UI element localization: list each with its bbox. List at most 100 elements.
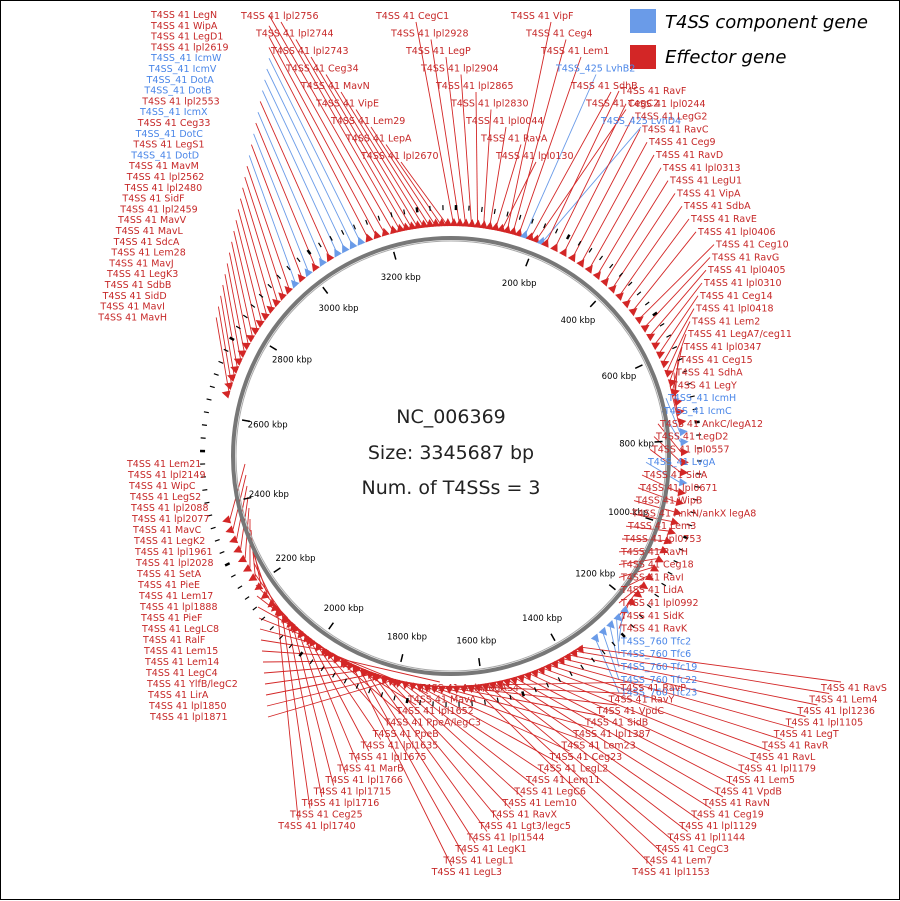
gene-label-t4ss-41-sdbb: T4SS 41 SdbB xyxy=(104,280,172,291)
gene-label-t4ss-41-lpl1153: T4SS 41 lpl1153 xyxy=(631,867,710,878)
leader-line xyxy=(269,26,386,236)
leader-line xyxy=(616,616,619,654)
gene-label-t4ss-41-icmx: T4SS_41 IcmX xyxy=(139,107,208,118)
effector-gene-mark xyxy=(395,679,403,688)
leader-line xyxy=(573,651,829,694)
gene-label-t4ss-41-wipb: T4SS 41 WipB xyxy=(635,496,702,507)
t4ss-gene-mark xyxy=(291,280,299,289)
gene-label-t4ss-41-lpl2553: T4SS 41 lpl2553 xyxy=(141,96,220,107)
gene-track-mark xyxy=(253,607,257,610)
gene-track-mark xyxy=(210,386,215,387)
scale-tick-label: 3000 kbp xyxy=(319,304,359,314)
gene-label-t4ss-41-ravn: T4SS 41 RavN xyxy=(702,798,770,809)
gene-label-t4ss-41-legl1: T4SS 41 LegL1 xyxy=(442,856,513,867)
gene-label-t4ss-41-lpl1387: T4SS 41 lpl1387 xyxy=(572,729,651,740)
gene-label-t4ss-760-tfc2: T4SS_760 Tfc2 xyxy=(620,636,691,647)
leader-line xyxy=(223,285,238,370)
gene-label-t4ss-41-legs1: T4SS 41 LegS1 xyxy=(132,140,204,151)
gene-label-t4ss-41-legn: T4SS 41 LegN xyxy=(150,10,217,21)
gene-label-t4ss-41-anki-legas4: T4SS 41 AnkI/legAS4 xyxy=(419,683,519,694)
effector-gene-mark xyxy=(651,343,660,350)
gene-label-t4ss-41-ravi: T4SS 41 RavI xyxy=(620,572,684,583)
gene-track-mark xyxy=(202,425,207,426)
gene-label-t4ss-41-ppeb: T4SS 41 PpeB xyxy=(372,729,439,740)
leader-line xyxy=(292,622,334,785)
leader-line xyxy=(251,145,302,280)
gene-track-mark xyxy=(333,673,335,677)
gene-track-mark xyxy=(485,700,486,705)
gene-label-t4ss-41-lpl1961: T4SS 41 lpl1961 xyxy=(134,547,213,558)
scale-tick-label: 2600 kbp xyxy=(248,420,288,430)
legend: T4SS component gene Effector gene xyxy=(630,9,868,69)
gene-label-t4ss-41-lira: T4SS 41 LirA xyxy=(147,690,209,701)
gene-label-t4ss-41-lpl0405: T4SS 41 lpl0405 xyxy=(707,265,786,276)
gene-label-t4ss-41-sidf: T4SS 41 SidF xyxy=(121,194,184,205)
gene-track-mark xyxy=(297,258,300,262)
gene-track-mark xyxy=(394,696,395,701)
gene-label-t4ss-41-lpl0671: T4SS 41 lpl0671 xyxy=(639,483,718,494)
gene-label-t4ss-760-tfc6: T4SS_760 Tfc6 xyxy=(620,649,691,660)
scale-tick-mark xyxy=(323,287,328,293)
gene-label-t4ss-41-lgt3-legc5: T4SS 41 Lgt3/legc5 xyxy=(478,821,571,832)
gene-label-t4ss-41-lem5: T4SS 41 Lem5 xyxy=(726,775,795,786)
gene-track-mark xyxy=(214,374,219,376)
gene-label-t4ss-41-mava: T4SS 41 MavA xyxy=(407,695,477,706)
gene-label-t4ss-41-lpl1716: T4SS 41 lpl1716 xyxy=(301,798,380,809)
gene-label-t4ss-41-lpl1129: T4SS 41 lpl1129 xyxy=(678,821,757,832)
gene-label-t4ss-41-ceg23: T4SS 41 Ceg23 xyxy=(549,752,623,763)
gene-track-mark xyxy=(535,687,537,692)
scale-tick-label: 3200 kbp xyxy=(381,273,421,283)
gene-label-t4ss-41-legg2: T4SS 41 LegG2 xyxy=(634,112,707,123)
t4ss-gene-mark xyxy=(599,627,607,636)
gene-label-t4ss-41-lem10: T4SS 41 Lem10 xyxy=(501,798,576,809)
gene-label-t4ss-41-ravh: T4SS 41 RavH xyxy=(620,547,688,558)
scale-tick-mark xyxy=(479,658,480,666)
gene-label-t4ss-41-lpl1766: T4SS 41 lpl1766 xyxy=(324,775,403,786)
gene-label-t4ss-41-lpl1888: T4SS 41 lpl1888 xyxy=(139,602,218,613)
gene-label-t4ss-41-legs2: T4SS 41 LegS2 xyxy=(129,492,201,503)
effector-gene-mark xyxy=(622,300,631,308)
gene-track-mark xyxy=(342,230,344,234)
t4ss-gene-mark xyxy=(358,237,366,246)
leader-line xyxy=(218,307,231,387)
gene-label-t4ss-41-lpl1740: T4SS 41 lpl1740 xyxy=(277,821,356,832)
gene-track-mark xyxy=(547,683,549,688)
gene-track-mark xyxy=(556,229,558,234)
scale-tick-mark xyxy=(590,301,595,307)
scale-tick-label: 1600 kbp xyxy=(456,636,496,646)
leader-line xyxy=(238,209,267,317)
gene-track-mark xyxy=(378,216,379,221)
gene-label-t4ss-41-lpl2028: T4SS 41 lpl2028 xyxy=(135,558,214,569)
gene-label-t4ss-41-ravr: T4SS 41 RavR xyxy=(761,741,829,752)
effector-gene-mark xyxy=(230,366,239,374)
effector-gene-mark xyxy=(272,299,281,307)
gene-label-t4ss-41-lpl2865: T4SS 41 lpl2865 xyxy=(435,81,514,92)
leader-line xyxy=(225,274,241,362)
gene-track-mark xyxy=(610,264,613,268)
gene-label-t4ss-41-mavi: T4SS 41 MavI xyxy=(99,302,164,313)
gene-label-t4ss-41-legy: T4SS 41 LegY xyxy=(671,380,737,391)
scale-tick-label: 1400 kbp xyxy=(522,614,562,624)
effector-gene-mark xyxy=(382,228,390,237)
gene-label-t4ss-41-lpl0044: T4SS 41 lpl0044 xyxy=(465,116,544,127)
leader-line xyxy=(596,168,661,278)
gene-label-t4ss-41-legk1: T4SS 41 LegK1 xyxy=(454,844,526,855)
effector-gene-mark xyxy=(544,663,552,672)
gene-label-t4ss-41-legu1: T4SS 41 LegU1 xyxy=(669,176,742,187)
gene-track-mark xyxy=(672,347,676,349)
gene-label-t4ss-41-sidk: T4SS 41 SidK xyxy=(620,611,685,622)
gene-label-t4ss-41-lpl1652: T4SS 41 lpl1652 xyxy=(395,706,474,717)
accession-label: NC_006369 xyxy=(396,406,506,428)
scale-tick-mark xyxy=(635,365,642,368)
gene-track-mark xyxy=(602,650,605,654)
gene-label-t4ss-41-lpl1675: T4SS 41 lpl1675 xyxy=(348,752,427,763)
leader-line xyxy=(297,627,345,774)
effector-gene-mark xyxy=(366,233,374,242)
gene-label-t4ss-41-piee: T4SS 41 PieE xyxy=(137,580,200,591)
leader-line xyxy=(232,242,253,339)
gene-label-t4ss-41-lpl1236: T4SS 41 lpl1236 xyxy=(796,706,875,717)
gene-label-t4ss-41-ceg14: T4SS 41 Ceg14 xyxy=(699,291,773,302)
scale-tick-label: 400 kbp xyxy=(561,316,596,326)
gene-label-t4ss-41-icmw: T4SS_41 IcmW xyxy=(150,53,222,64)
gene-label-t4ss-41-ravf: T4SS 41 RavF xyxy=(620,86,686,97)
